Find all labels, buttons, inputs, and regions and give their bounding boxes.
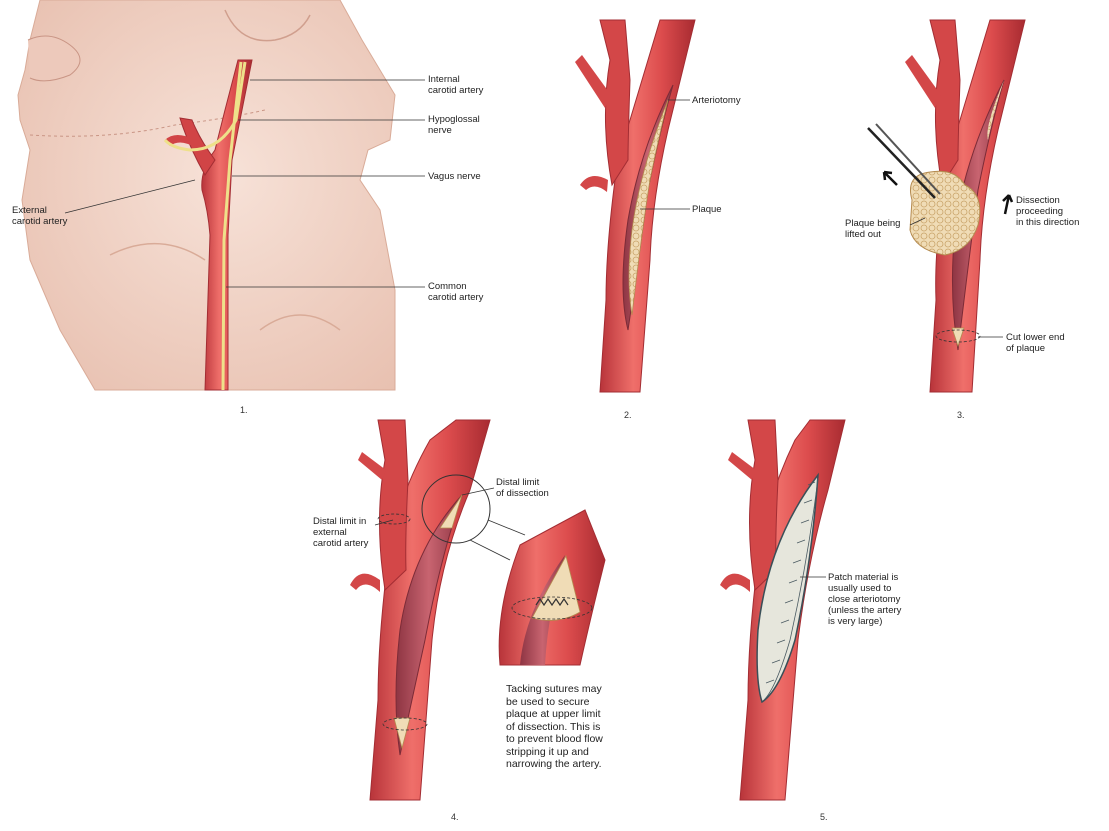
branch-left	[728, 452, 756, 480]
label-plaque-lifted: Plaque being lifted out	[845, 218, 900, 240]
label-internal-carotid: Internal carotid artery	[428, 74, 483, 96]
panel-number-1: 1.	[240, 405, 248, 415]
panel-number-5: 5.	[820, 812, 828, 822]
arrow-up-left	[884, 172, 897, 185]
external-branch	[378, 420, 408, 590]
label-patch-material: Patch material is usually used to close …	[828, 572, 901, 627]
panel-1-neck	[18, 0, 425, 390]
magnify-line-1	[488, 520, 525, 535]
magnify-line-2	[470, 540, 510, 560]
panel-5-patch	[720, 420, 845, 800]
branch-left	[575, 55, 611, 108]
panel-number-4: 4.	[451, 812, 459, 822]
forceps-jaw-2	[876, 124, 940, 194]
label-dissection-direction: Dissection proceeding in this direction	[1016, 195, 1109, 228]
label-vagus-nerve: Vagus nerve	[428, 171, 481, 182]
branch-small	[580, 176, 608, 192]
panel-number-2: 2.	[624, 410, 632, 420]
label-arteriotomy: Arteriotomy	[692, 95, 741, 106]
label-common-carotid: Common carotid artery	[428, 281, 483, 303]
branch-small	[350, 574, 380, 592]
arrow-up-right	[1003, 195, 1012, 214]
tacking-sutures-note: Tacking sutures may be used to secure pl…	[506, 683, 646, 771]
branch-small	[720, 574, 750, 592]
label-hypoglossal-nerve: Hypoglossal nerve	[428, 114, 480, 136]
branch-left	[358, 452, 386, 480]
label-distal-limit-external: Distal limit in external carotid artery	[313, 516, 368, 549]
panel-2-arteriotomy	[575, 20, 695, 392]
label-plaque: Plaque	[692, 204, 722, 215]
forceps-jaw-1	[868, 128, 935, 198]
panel-3-plaque-removal	[868, 20, 1025, 392]
label-external-carotid: External carotid artery	[12, 205, 67, 227]
branch-left	[905, 55, 941, 108]
label-distal-limit-dissection: Distal limit of dissection	[496, 477, 549, 499]
label-cut-lower-end: Cut lower end of plaque	[1006, 332, 1065, 354]
panel-number-3: 3.	[957, 410, 965, 420]
